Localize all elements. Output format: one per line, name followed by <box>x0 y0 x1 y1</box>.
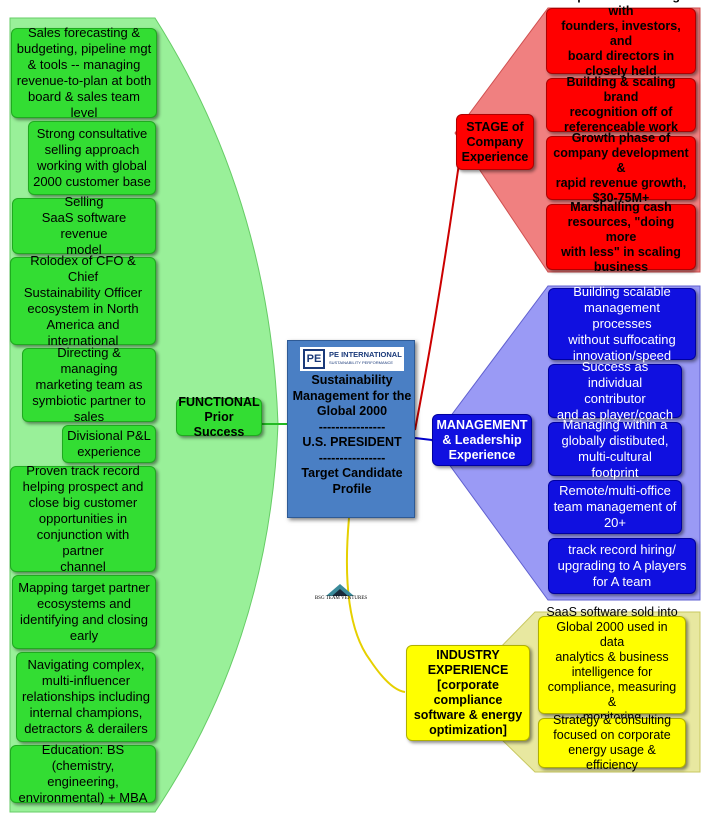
functional-item-3: Selling SaaS software revenue model <box>12 194 156 257</box>
management-item-4: Remote/multi-office team management of 2… <box>548 480 682 534</box>
pe-logo-subtext: SUSTAINABILITY PERFORMANCE <box>329 360 394 365</box>
industry-item-2: Strategy & consulting focused on corpora… <box>538 713 686 772</box>
center-node: PE PE INTERNATIONAL SUSTAINABILITY PERFO… <box>287 340 415 518</box>
stage-item-3: Growth phase of company development & ra… <box>546 131 696 205</box>
functional-item-4: Rolodex of CFO & Chief Sustainability Of… <box>10 253 156 348</box>
management-item-5: track record hiring/ upgrading to A play… <box>548 538 696 594</box>
connector-management <box>414 437 433 441</box>
functional-item-5: Directing & managing marketing team as s… <box>22 345 156 424</box>
pe-logo-mark: PE <box>303 349 325 369</box>
management-hub: MANAGEMENT & Leadership Experience <box>432 414 532 466</box>
connector-stage <box>414 141 463 431</box>
center-title: Sustainability Management for the Global… <box>292 373 412 496</box>
stage-item-4: Marshalling cash resources, "doing more … <box>546 200 696 274</box>
stage-item-1: Experience working with founders, invest… <box>546 0 696 93</box>
industry-item-1: SaaS software sold into Global 2000 used… <box>538 605 686 724</box>
functional-item-7: Proven track record helping prospect and… <box>10 463 156 574</box>
bsg-logo-text: BSG TEAM VENTURES <box>314 596 368 601</box>
functional-hub: FUNCTIONAL Prior Success <box>176 395 262 439</box>
functional-item-6: Divisional P&L experience <box>62 425 156 463</box>
management-item-3: Managing within a globally distibuted, m… <box>548 417 682 480</box>
stage-item-2: Building & scaling brand recognition off… <box>546 75 696 134</box>
industry-hub: INDUSTRY EXPERIENCE [corporate complianc… <box>406 645 530 741</box>
functional-item-10: Education: BS (chemistry, engineering, e… <box>10 742 156 805</box>
bsg-logo <box>326 584 354 596</box>
functional-item-1: Sales forecasting & budgeting, pipeline … <box>11 25 157 120</box>
functional-item-9: Navigating complex, multi-influencer rel… <box>16 652 156 742</box>
pe-logo-text: PE INTERNATIONAL <box>329 350 402 359</box>
connector-industry <box>345 517 406 693</box>
functional-item-8: Mapping target partner ecosystems and id… <box>12 575 156 649</box>
functional-item-2: Strong consultative selling approach wor… <box>28 121 156 195</box>
management-item-1: Building scalable management processes w… <box>548 284 696 363</box>
pe-international-logo: PE PE INTERNATIONAL SUSTAINABILITY PERFO… <box>300 347 404 371</box>
management-item-2: Success as individual contributor and as… <box>548 359 682 422</box>
stage-hub: STAGE of Company Experience <box>456 114 534 170</box>
